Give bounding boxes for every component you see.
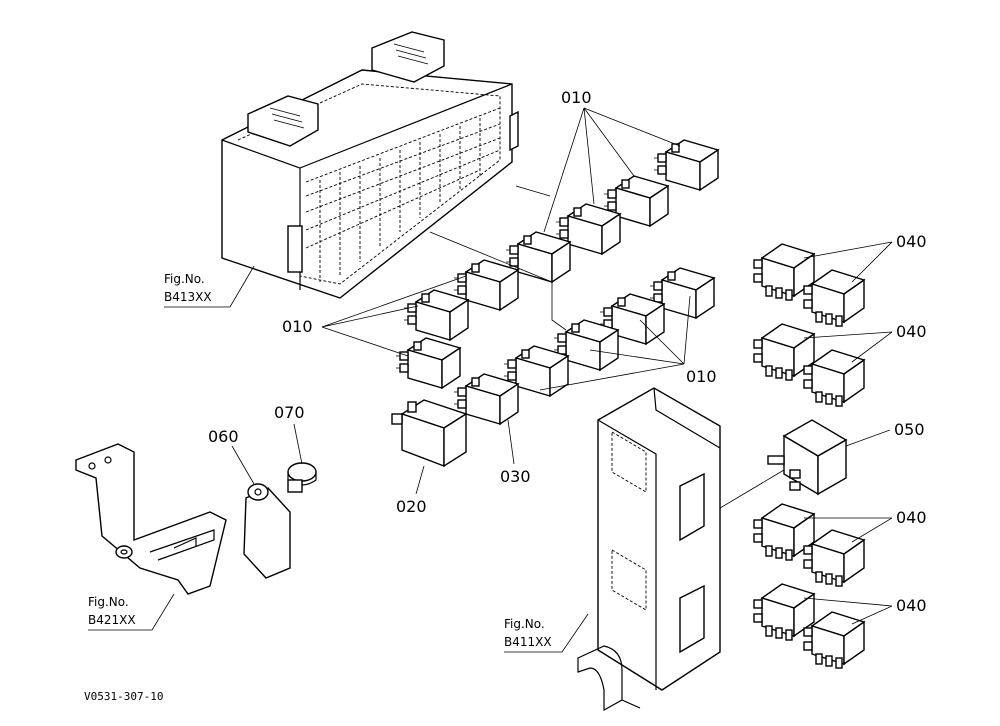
fig-ref-fuse-box: Fig.No. B413XX — [164, 265, 255, 308]
svg-text:B413XX: B413XX — [164, 290, 212, 304]
callout-050: 050 — [894, 420, 925, 439]
fig-ref-bracket: Fig.No. B421XX — [88, 593, 175, 631]
relay-holder — [577, 387, 721, 712]
svg-text:Fig.No.: Fig.No. — [88, 595, 129, 609]
relay-050 — [767, 419, 848, 496]
callout-030: 030 — [500, 467, 531, 486]
callout-020: 020 — [396, 497, 427, 516]
svg-text:B421XX: B421XX — [88, 613, 136, 627]
fuse-box — [221, 31, 519, 299]
callout-060: 060 — [208, 427, 239, 446]
svg-text:B411XX: B411XX — [504, 635, 552, 649]
bolt-070 — [287, 462, 317, 493]
callout-040-c: 040 — [896, 508, 927, 527]
fig-ref-relay-holder: Fig.No. B411XX — [504, 613, 589, 653]
relay-020 — [391, 399, 468, 468]
relay-010 — [403, 289, 469, 341]
relay-010 — [653, 139, 719, 191]
callout-040-d: 040 — [896, 596, 927, 615]
callout-040-b: 040 — [896, 322, 927, 341]
callout-010-left: 010 — [282, 317, 313, 336]
clip-060 — [243, 483, 291, 579]
callout-010-right: 010 — [686, 367, 717, 386]
callout-040-a: 040 — [896, 232, 927, 251]
svg-text:Fig.No.: Fig.No. — [504, 617, 545, 631]
relay-010 — [395, 337, 461, 389]
bracket — [75, 443, 227, 595]
callout-010-top: 010 — [561, 88, 592, 107]
drawing-code: V0531-307-10 — [84, 690, 163, 703]
svg-text:Fig.No.: Fig.No. — [164, 272, 205, 286]
callout-070: 070 — [274, 403, 305, 422]
